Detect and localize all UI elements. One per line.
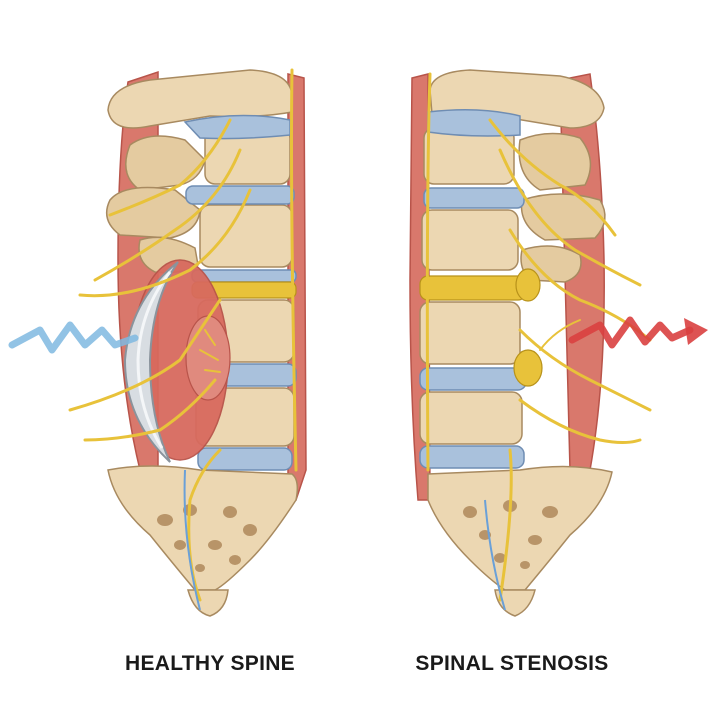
cool-zigzag-icon [8, 321, 139, 354]
intervertebral-disc [419, 367, 527, 391]
pain-arrowhead [684, 318, 708, 345]
stenosis-bulge [513, 349, 543, 387]
right-sacral-foramina [463, 500, 558, 569]
left-coccyx [187, 589, 229, 617]
vertebra [421, 209, 519, 271]
pain-zigzag-arrow-icon [568, 316, 694, 349]
right-sacrum [427, 465, 613, 591]
healthy-spine-illustration [8, 68, 307, 617]
intervertebral-disc [185, 185, 295, 205]
intervertebral-disc [423, 187, 525, 209]
right-spinal-canal-line [484, 499, 506, 611]
left-spinal-canal-line [183, 469, 201, 611]
spinal-stenosis-label: SPINAL STENOSIS [415, 652, 609, 675]
vertebra [419, 391, 523, 445]
stenosis-bulge [515, 268, 541, 302]
right-facet-process [520, 193, 606, 241]
right-facet-process [518, 132, 592, 191]
left-device-shield [123, 261, 179, 463]
left-facet-process [125, 135, 206, 191]
left-facet-process [105, 186, 201, 239]
healthy-spine-label: HEALTHY SPINE [125, 652, 295, 675]
left-sacrum [107, 465, 299, 591]
left-nerves [68, 68, 298, 602]
right-nerves [425, 72, 652, 602]
right-discs [419, 109, 527, 469]
intervertebral-disc [419, 445, 525, 469]
intervertebral-disc [183, 114, 291, 140]
vertebra [419, 301, 521, 365]
stenosis-spine-illustration [409, 69, 708, 617]
intervertebral-disc [427, 109, 521, 137]
vertebra [199, 204, 293, 268]
right-vertebrae [419, 127, 523, 445]
intervertebral-disc [197, 447, 293, 471]
right-ligament-band [419, 275, 527, 301]
left-discs [183, 114, 297, 471]
